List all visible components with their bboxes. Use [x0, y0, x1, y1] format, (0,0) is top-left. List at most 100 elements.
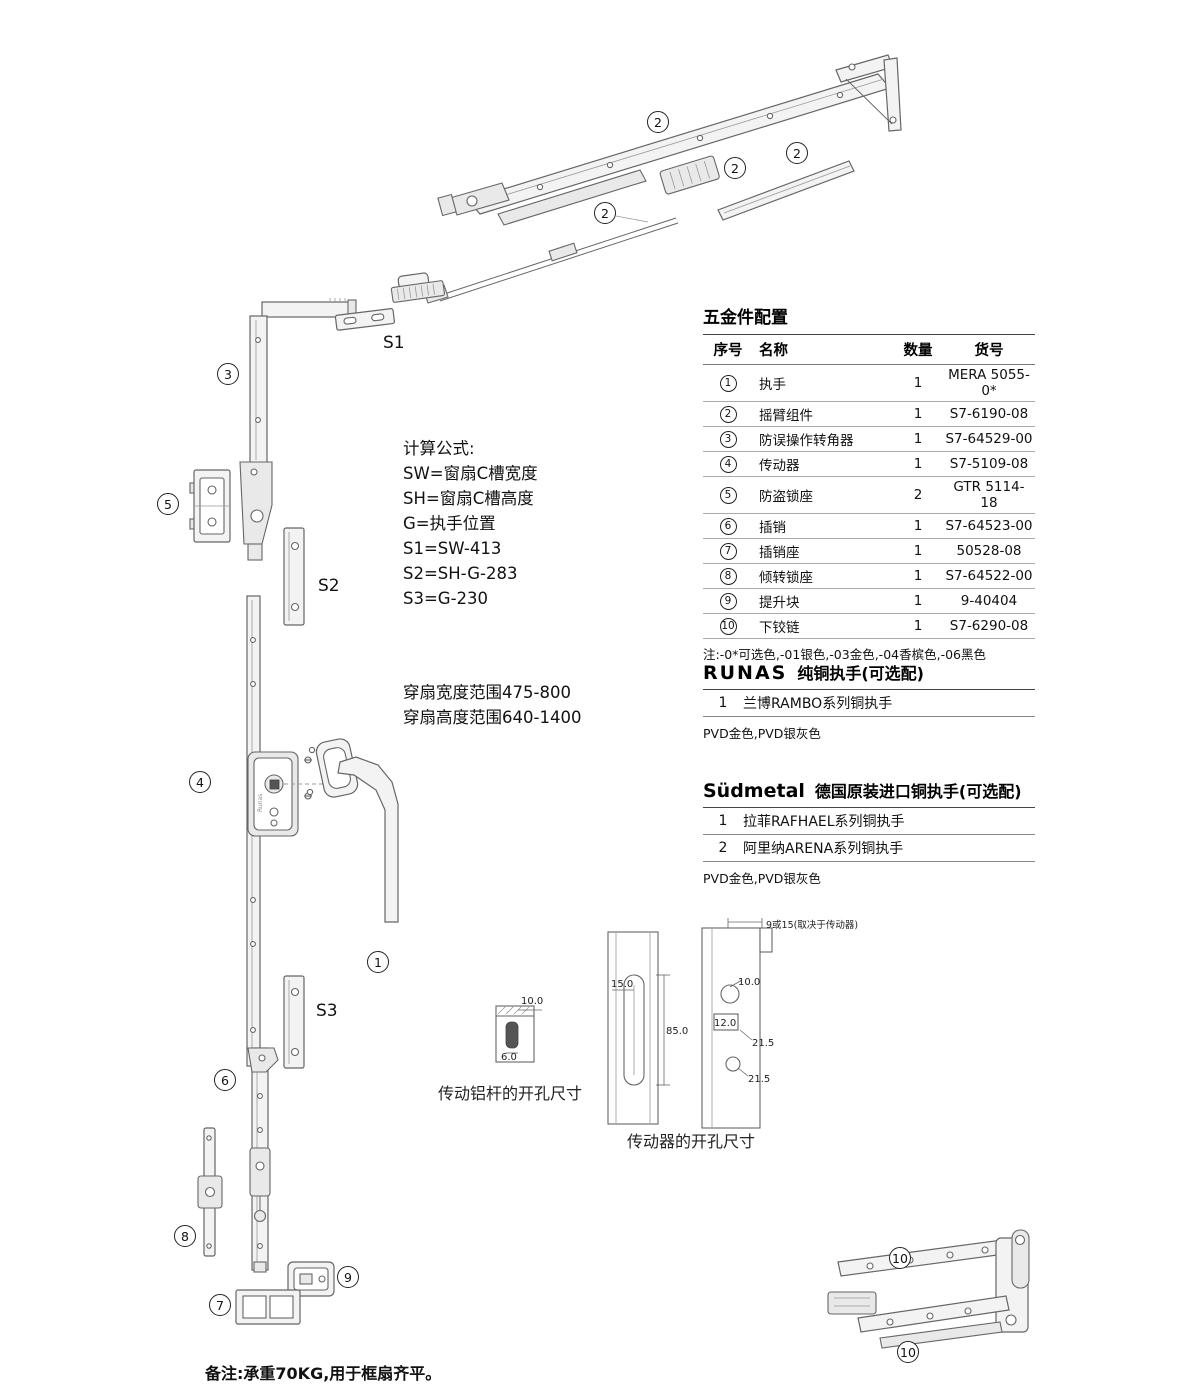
dim-gap-21-5-a: 21.5 — [752, 1038, 774, 1049]
cell-code: S7-6290-08 — [943, 613, 1035, 639]
cell-no: 5 — [703, 476, 753, 514]
sudmetal-row-name: 阿里纳ARENA系列铜执手 — [743, 841, 904, 857]
dim-drawing-rod: 10.0 6.0 — [495, 996, 543, 1063]
plate-s1 — [334, 308, 396, 331]
cell-qty: 2 — [893, 476, 943, 514]
dim-slot-85: 85.0 — [666, 1026, 688, 1037]
sudmetal-row-no: 1 — [718, 813, 728, 829]
callout-2-d: 2 — [594, 202, 616, 224]
runas-row-name: 兰博RAMBO系列铜执手 — [743, 696, 893, 712]
sash-height-range: 穿扇高度范围640-1400 — [403, 708, 582, 727]
label-s3: S3 — [316, 1001, 338, 1021]
cell-name: 下铰链 — [753, 613, 893, 639]
cell-no: 10 — [703, 613, 753, 639]
dim-drawing-gearbox: 15.0 85.0 9或15(取决于传动器) 10.0 12.0 21.5 21… — [607, 918, 858, 1129]
cell-name: 防盗锁座 — [753, 476, 893, 514]
sudmetal-row-2: 2 阿里纳ARENA系列铜执手 — [703, 835, 1035, 862]
formula-line-3: G=执手位置 — [403, 514, 496, 533]
sudmetal-brand: Südmetal — [703, 780, 805, 802]
cell-name: 提升块 — [753, 588, 893, 614]
callout-3: 3 — [217, 363, 239, 385]
cell-qty: 1 — [893, 563, 943, 589]
runas-row-1: 1 兰博RAMBO系列铜执手 — [703, 690, 1035, 717]
sudmetal-row-name: 拉菲RAFHAEL系列铜执手 — [743, 814, 905, 830]
sudmetal-row-1: 1 拉菲RAFHAEL系列铜执手 — [703, 808, 1035, 835]
cell-no: 4 — [703, 451, 753, 477]
cell-code: S7-5109-08 — [943, 451, 1035, 477]
cell-qty: 1 — [893, 451, 943, 477]
cell-name: 插销座 — [753, 538, 893, 564]
callout-5: 5 — [157, 493, 179, 515]
cell-code: S7-64529-00 — [943, 426, 1035, 452]
callout-8: 8 — [174, 1225, 196, 1247]
sash-range-block: 穿扇宽度范围475-800 穿扇高度范围640-1400 — [403, 680, 581, 730]
formula-title: 计算公式: — [403, 439, 475, 458]
sudmetal-title: 德国原装进口铜执手(可选配) — [814, 782, 1022, 801]
sudmetal-finish-note: PVD金色,PVD银灰色 — [703, 871, 821, 886]
col-header-code: 货号 — [943, 334, 1035, 365]
col-header-no: 序号 — [703, 334, 753, 365]
col-header-qty: 数量 — [893, 334, 943, 365]
label-s2: S2 — [318, 576, 340, 596]
part-handle — [306, 738, 399, 923]
dim-notch-12: 12.0 — [714, 1018, 736, 1029]
runas-brand: RUNAS — [703, 662, 788, 684]
plate-s3 — [283, 975, 305, 1069]
cell-qty: 1 — [893, 538, 943, 564]
cell-qty: 1 — [893, 426, 943, 452]
callout-6: 6 — [214, 1069, 236, 1091]
cell-no: 7 — [703, 538, 753, 564]
plate-s2 — [283, 527, 305, 626]
cell-qty: 1 — [893, 401, 943, 427]
cell-name: 摇臂组件 — [753, 401, 893, 427]
callout-7: 7 — [209, 1294, 231, 1316]
cell-name: 插销 — [753, 513, 893, 539]
cell-name: 传动器 — [753, 451, 893, 477]
runas-finish-note: PVD金色,PVD银灰色 — [703, 726, 821, 741]
cell-code: 50528-08 — [943, 538, 1035, 564]
callout-9: 9 — [337, 1266, 359, 1288]
cell-no: 6 — [703, 513, 753, 539]
dim-rod-6: 6.0 — [501, 1052, 517, 1063]
gearbox-cutout-caption: 传动器的开孔尺寸 — [627, 1132, 756, 1151]
dim-top-note: 9或15(取决于传动器) — [766, 919, 858, 931]
cell-code: S7-64522-00 — [943, 563, 1035, 589]
cell-name: 执手 — [753, 364, 893, 402]
runas-header: RUNAS 纯铜执手(可选配) — [703, 660, 1035, 690]
cell-no: 9 — [703, 588, 753, 614]
sudmetal-row-no: 2 — [718, 840, 728, 856]
part-bottom-hinge — [827, 1229, 1030, 1349]
formula-line-5: S2=SH-G-283 — [403, 564, 518, 583]
col-header-name: 名称 — [753, 334, 893, 365]
cell-name: 防误操作转角器 — [753, 426, 893, 452]
cell-name: 倾转锁座 — [753, 563, 893, 589]
runas-section: RUNAS 纯铜执手(可选配) 1 兰博RAMBO系列铜执手 PVD金色,PVD… — [703, 660, 1035, 742]
cell-qty: 1 — [893, 364, 943, 402]
part-security-keeper — [189, 469, 231, 543]
dim-rod-10: 10.0 — [521, 996, 543, 1007]
runas-title: 纯铜执手(可选配) — [797, 664, 924, 683]
cell-qty: 1 — [893, 513, 943, 539]
callout-2-a: 2 — [647, 111, 669, 133]
sudmetal-section: Südmetal 德国原装进口铜执手(可选配) 1 拉菲RAFHAEL系列铜执手… — [703, 778, 1035, 887]
callout-10-a: 10 — [889, 1247, 911, 1269]
runas-row-no: 1 — [718, 695, 728, 711]
formula-block: 计算公式: SW=窗扇C槽宽度 SH=窗扇C槽高度 G=执手位置 S1=SW-4… — [403, 436, 538, 611]
cell-no: 1 — [703, 364, 753, 402]
parts-table-header-row: 序号 名称 数量 货号 — [703, 334, 1035, 365]
color-options-note: 注:-0*可选色,-01银色,-03金色,-04香槟色,-06黑色 — [703, 647, 986, 662]
dim-gap-21-5-b: 21.5 — [748, 1074, 770, 1085]
dim-offset: 15.0 — [611, 979, 633, 990]
part-espagnolette-bolt — [247, 1047, 279, 1273]
cell-no: 2 — [703, 401, 753, 427]
